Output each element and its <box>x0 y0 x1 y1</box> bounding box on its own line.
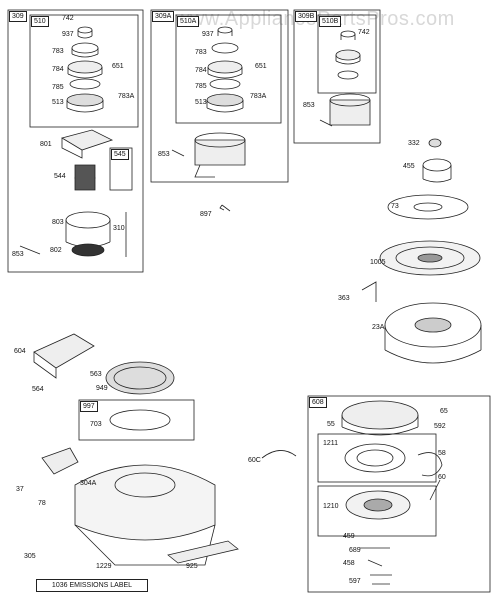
group-tag-608: 608 <box>309 397 327 408</box>
group-tag-309: 309 <box>9 11 27 22</box>
part-label-78: 78 <box>38 500 46 507</box>
box-608 <box>307 395 491 593</box>
part-label-37: 37 <box>16 486 24 493</box>
part-label-60: 60 <box>438 474 446 481</box>
part-label-949: 949 <box>96 385 108 392</box>
part-label-55: 55 <box>327 421 335 428</box>
part-label-58: 58 <box>438 450 446 457</box>
part-label-332: 332 <box>408 140 420 147</box>
part-label-597: 597 <box>349 578 361 585</box>
part-label-604: 604 <box>14 348 26 355</box>
bolt-897 <box>219 204 231 212</box>
part-label-459: 459 <box>343 533 355 540</box>
flywheel-assembly <box>361 138 482 364</box>
part-label-785-a: 785 <box>195 83 207 90</box>
part-label-458: 458 <box>343 560 355 567</box>
part-label-65: 65 <box>440 408 448 415</box>
box-309B <box>293 9 381 144</box>
part-label-1211: 1211 <box>323 440 339 447</box>
part-label-1210: 1210 <box>323 503 339 510</box>
part-label-784-a: 784 <box>195 67 207 74</box>
part-label-23A: 23A <box>372 324 385 331</box>
part-label-563: 563 <box>90 371 102 378</box>
part-label-363: 363 <box>338 295 350 302</box>
box-1211 <box>317 433 437 483</box>
part-label-783: 783 <box>52 48 64 55</box>
part-label-513: 513 <box>52 99 64 106</box>
part-label-784: 784 <box>52 66 64 73</box>
part-label-937: 937 <box>62 31 74 38</box>
starter-motor-309 <box>19 129 127 257</box>
shroud-parts <box>33 333 297 566</box>
part-label-897: 897 <box>200 211 212 218</box>
part-label-925: 925 <box>186 563 198 570</box>
group-tag-510A: 510A <box>177 16 200 27</box>
part-label-455: 455 <box>403 163 415 170</box>
emissions-label-box: 1036 EMISSIONS LABEL <box>36 579 148 592</box>
part-label-853-a: 853 <box>158 151 170 158</box>
box-510 <box>29 14 139 128</box>
box-309A <box>150 9 289 183</box>
part-label-305: 305 <box>24 553 36 560</box>
part-label-783A-a: 783A <box>250 93 267 100</box>
part-label-592: 592 <box>434 423 446 430</box>
part-label-513-a: 513 <box>195 99 207 106</box>
box-997 <box>78 399 195 441</box>
part-label-785: 785 <box>52 84 64 91</box>
part-label-802: 802 <box>50 247 62 254</box>
group-tag-997: 997 <box>80 401 98 412</box>
part-label-853: 853 <box>12 251 24 258</box>
part-label-689: 689 <box>349 547 361 554</box>
part-label-742-b: 742 <box>358 29 370 36</box>
starter-motor-309A <box>171 132 246 178</box>
part-label-651-a: 651 <box>255 63 267 70</box>
part-label-783-a: 783 <box>195 49 207 56</box>
group-tag-309A: 309A <box>152 11 175 22</box>
group-tag-510B: 510B <box>319 16 342 27</box>
part-label-783A: 783A <box>118 93 135 100</box>
group-tag-510: 510 <box>31 16 49 27</box>
part-label-73: 73 <box>391 203 399 210</box>
group-tag-545: 545 <box>111 149 129 160</box>
part-label-544: 544 <box>54 173 66 180</box>
starter-motor-309B <box>319 93 371 127</box>
rewind-starter-608 <box>341 400 443 585</box>
part-label-304A: 304A <box>80 480 97 487</box>
part-label-1229: 1229 <box>96 563 112 570</box>
part-label-564: 564 <box>32 386 44 393</box>
box-309 <box>7 9 144 273</box>
part-label-651: 651 <box>112 63 124 70</box>
group-tag-309B: 309B <box>295 11 318 22</box>
part-label-937-a: 937 <box>202 31 214 38</box>
part-label-801: 801 <box>40 141 52 148</box>
box-510B <box>317 14 377 94</box>
part-label-853-b: 853 <box>303 102 315 109</box>
gear-stack-510 <box>66 26 104 113</box>
gear-stack-510B <box>335 30 361 80</box>
part-label-1005: 1005 <box>370 259 386 266</box>
part-label-742: 742 <box>62 15 74 22</box>
part-label-60C: 60C <box>248 457 261 464</box>
gear-stack-510A <box>206 26 244 113</box>
box-545 <box>109 147 133 191</box>
box-510A <box>175 14 282 124</box>
part-label-703: 703 <box>90 421 102 428</box>
box-1210 <box>317 485 437 537</box>
part-label-803: 803 <box>52 219 64 226</box>
part-label-310: 310 <box>113 225 125 232</box>
